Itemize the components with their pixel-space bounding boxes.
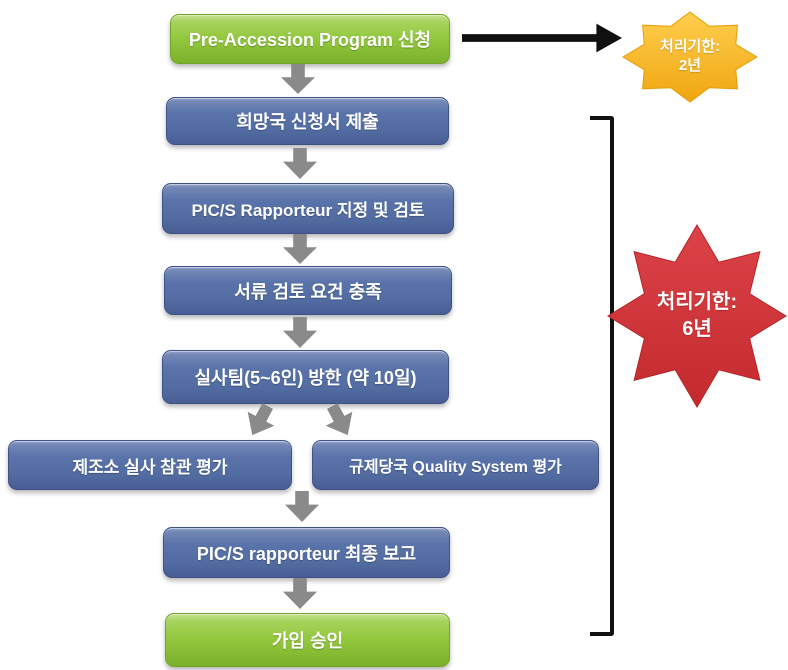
step-quality-system-evaluation: 규제당국 Quality System 평가 [312, 440, 599, 490]
down-arrow-icon [283, 578, 317, 609]
down-arrow-icon [283, 317, 317, 348]
down-left-arrow-icon [239, 399, 281, 442]
right-bracket [590, 116, 614, 636]
step-label: 실사팀(5~6인) 방한 (약 10일) [194, 368, 417, 388]
step-document-requirements: 서류 검토 요건 충족 [164, 266, 452, 315]
step-application-submission: 희망국 신청서 제출 [166, 97, 449, 145]
step-rapporteur-review: PIC/S Rapporteur 지정 및 검토 [162, 183, 454, 234]
badge-line2: 2년 [678, 57, 702, 74]
badge-line1: 처리기한: [656, 291, 738, 313]
step-label: 규제당국 Quality System 평가 [349, 459, 562, 476]
step-label: PIC/S rapporteur 최종 보고 [196, 543, 417, 564]
badge-line2: 6년 [682, 318, 712, 340]
right-arrow-icon [462, 23, 622, 53]
down-arrow-icon [285, 491, 319, 522]
step-label: 희망국 신청서 제출 [236, 112, 379, 132]
step-pre-accession-program: Pre-Accession Program 신청 [170, 14, 450, 64]
badge-2yr-label: 처리기한: 2년 [625, 37, 755, 75]
badge-6yr-label: 처리기한: 6년 [617, 289, 777, 343]
step-label: PIC/S Rapporteur 지정 및 검토 [191, 201, 425, 220]
step-label: Pre-Accession Program 신청 [188, 30, 432, 50]
down-right-arrow-icon [319, 399, 361, 442]
step-label: 가입 승인 [271, 631, 344, 651]
down-arrow-icon [281, 64, 315, 94]
step-rapporteur-final-report: PIC/S rapporteur 최종 보고 [163, 527, 450, 578]
down-arrow-icon [283, 148, 317, 179]
step-label: 제조소 실사 참관 평가 [72, 457, 228, 477]
step-manufacturer-inspection: 제조소 실사 참관 평가 [8, 440, 292, 490]
step-label: 서류 검토 요건 충족 [234, 281, 382, 302]
step-accession-approval: 가입 승인 [165, 613, 450, 667]
badge-line1: 처리기한: [659, 38, 721, 55]
down-arrow-icon [283, 234, 317, 264]
step-inspection-team-visit: 실사팀(5~6인) 방한 (약 10일) [162, 350, 449, 404]
